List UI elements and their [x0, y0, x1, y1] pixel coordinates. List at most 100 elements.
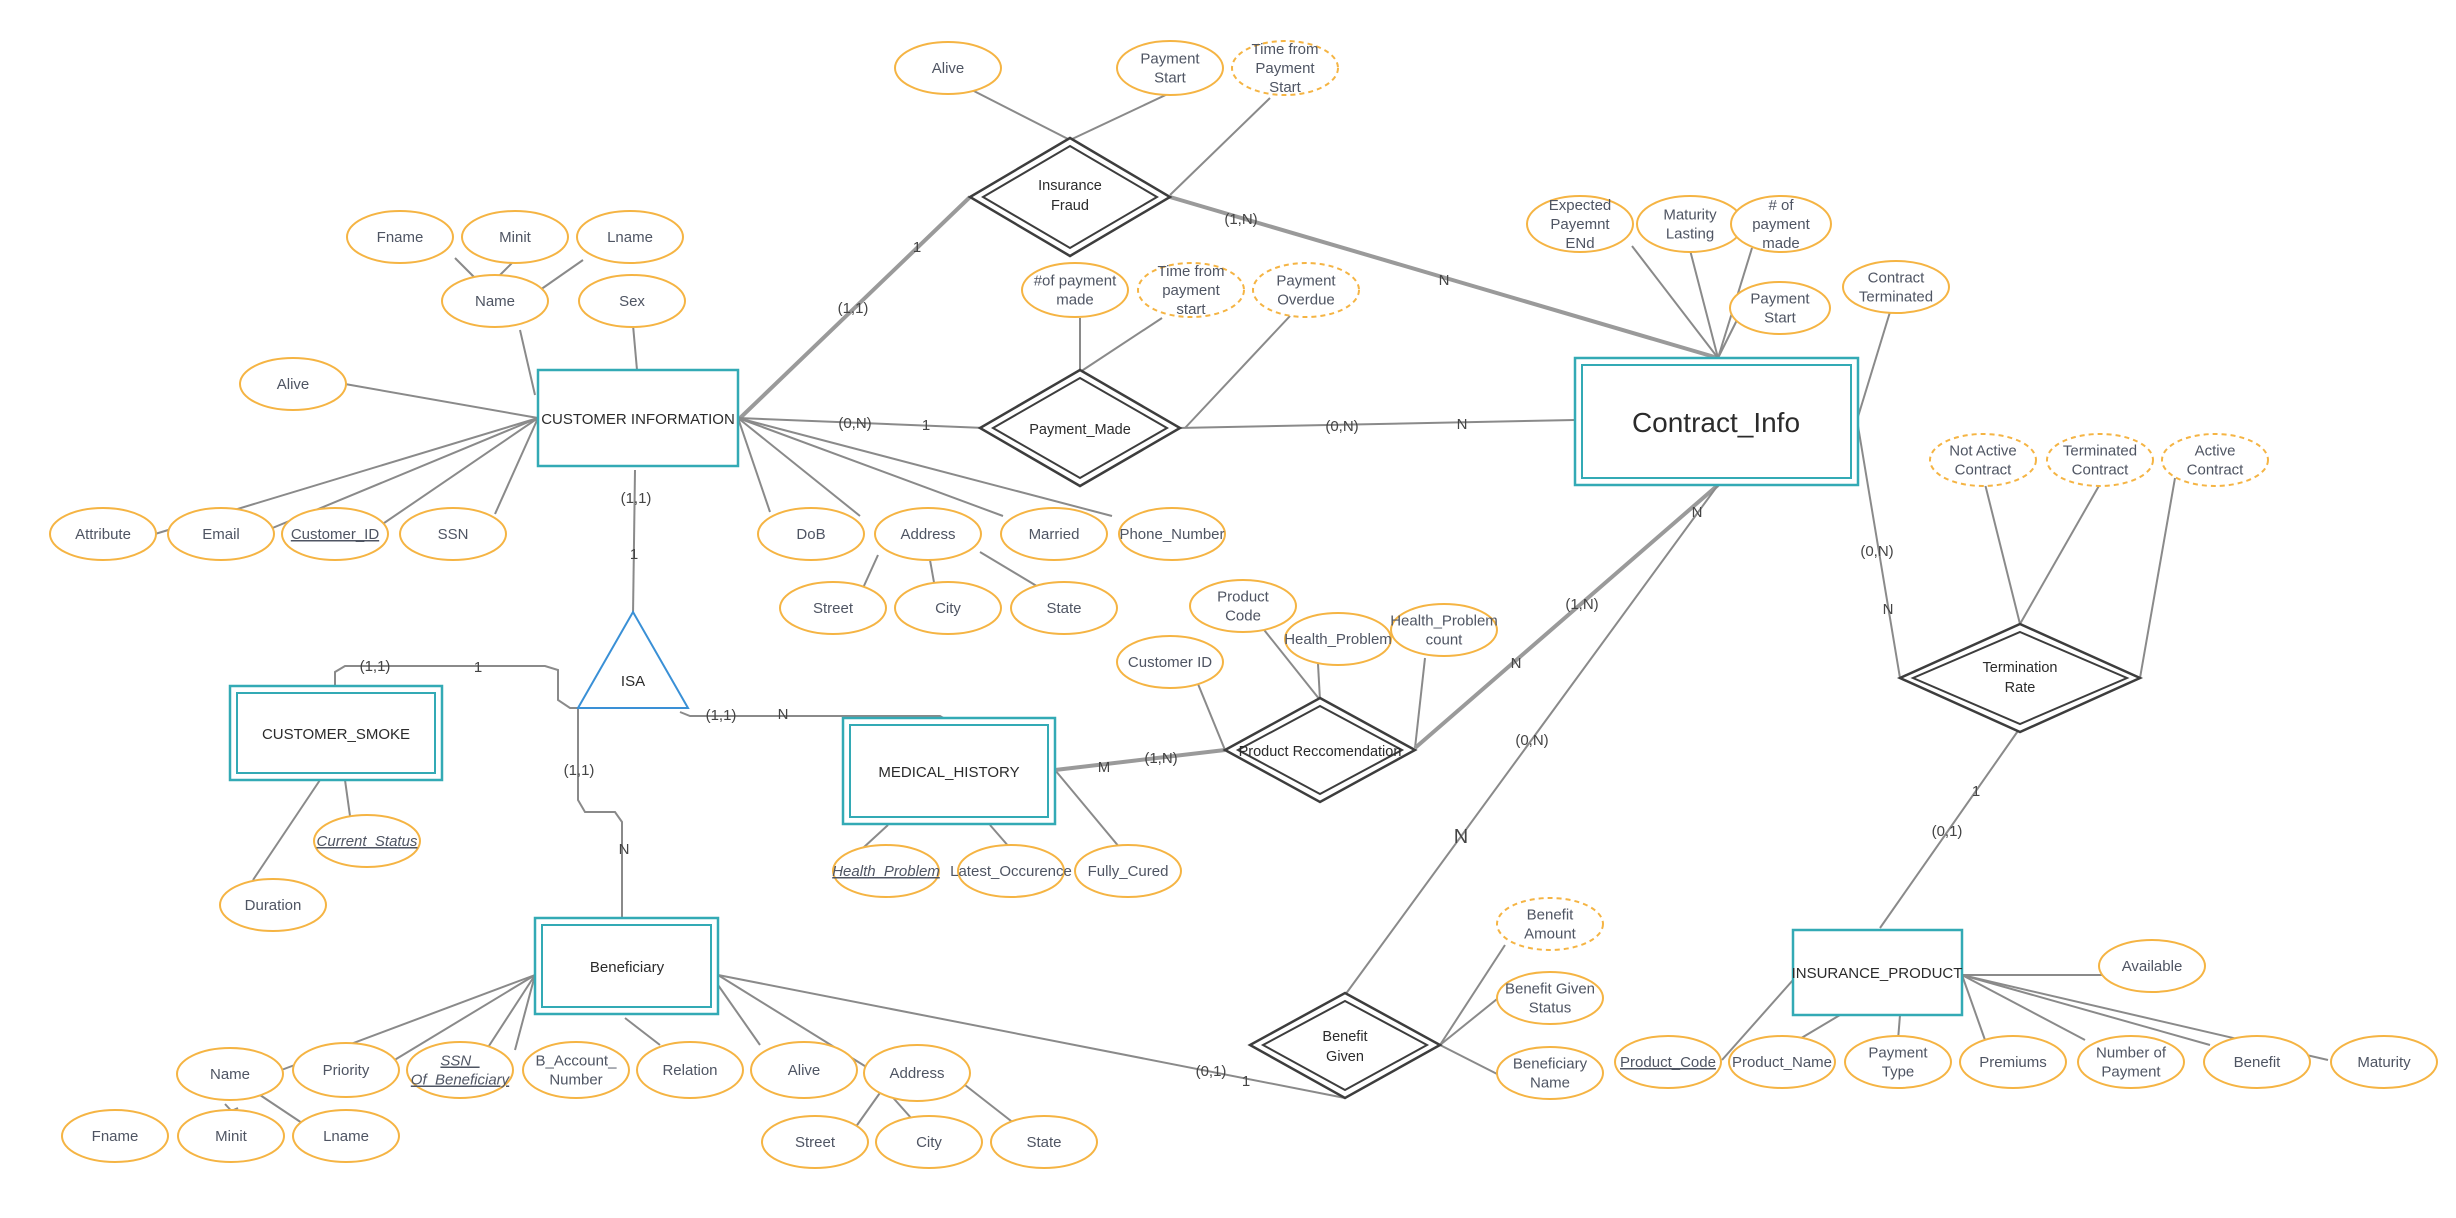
attribute-ben-relation[interactable]: Relation [636, 1041, 744, 1099]
relationship-product-recommendation[interactable]: Product Reccomendation [1222, 696, 1418, 804]
line-pm-ci [737, 417, 986, 429]
relationship-insurance-fraud[interactable]: Insurance Fraud [967, 136, 1173, 258]
attribute-ip-product-code[interactable]: Product_Code [1614, 1035, 1722, 1089]
attribute-label: Health_Problem [832, 863, 940, 880]
attribute-ci-sex[interactable]: Sex [578, 274, 686, 328]
entity-customer-smoke[interactable]: CUSTOMER_SMOKE [228, 684, 444, 782]
attribute-ben-b-account-number[interactable]: B_Account_Number [522, 1041, 630, 1099]
attribute-ellipse [636, 1041, 744, 1099]
attribute-ci-minit[interactable]: Minit [461, 210, 569, 264]
entity-insurance-product[interactable]: INSURANCE_PRODUCT [1792, 928, 1964, 1017]
attribute-pr-health-problem[interactable]: Health_Problem [1284, 612, 1392, 666]
attribute-ip-benefit[interactable]: Benefit [2203, 1035, 2311, 1089]
relationship-payment-made[interactable]: Payment_Made [977, 368, 1183, 488]
line-bg-status [1439, 994, 1503, 1046]
entity-beneficiary[interactable]: Beneficiary [533, 916, 720, 1016]
attribute-ci-ssn[interactable]: SSN [399, 507, 507, 561]
attribute-ben-address[interactable]: Address [863, 1044, 971, 1102]
attribute-smoke-duration[interactable]: Duration [219, 878, 327, 932]
line-bg-contract [1344, 484, 1719, 996]
attribute-pr-customer-id[interactable]: Customer ID [1116, 635, 1224, 689]
attribute-ip-maturity[interactable]: Maturity [2330, 1035, 2438, 1089]
attribute-ci-name[interactable]: Name [441, 274, 549, 328]
attribute-ben-street[interactable]: Street [761, 1115, 869, 1169]
entity-medical-history[interactable]: MEDICAL_HISTORY [841, 716, 1057, 826]
entity-contract-info[interactable]: Contract_Info [1573, 356, 1860, 487]
attribute-ellipse [281, 507, 389, 561]
attribute-ci-street[interactable]: Street [779, 581, 887, 635]
relationship-termination-rate[interactable]: Termination Rate [1896, 622, 2144, 734]
attribute-ellipse [2098, 939, 2206, 993]
cardinality-label: (1,N) [1565, 596, 1598, 613]
attribute-ci-lname[interactable]: Lname [576, 210, 684, 264]
attribute-ben-state[interactable]: State [990, 1115, 1098, 1169]
attribute-ci-dob[interactable]: DoB [757, 507, 865, 561]
attribute-mh-health-problem[interactable]: Health_Problem [832, 844, 940, 898]
attribute-ellipse [292, 1109, 400, 1163]
attribute-ci-alive[interactable]: Alive [239, 357, 347, 411]
attribute-ben-alive[interactable]: Alive [750, 1041, 858, 1099]
attribute-ben-priority[interactable]: Priority [292, 1042, 400, 1098]
attribute-ben-city[interactable]: City [875, 1115, 983, 1169]
attribute-ci-customer-id[interactable]: Customer_ID [281, 507, 389, 561]
attribute-ip-product-name[interactable]: Product_Name [1728, 1035, 1836, 1089]
attribute-ci-phone-number[interactable]: Phone_Number [1118, 507, 1226, 561]
attribute-ben-ssn-of-beneficiary[interactable]: SSN_Of_Beneficiary [406, 1041, 514, 1099]
attribute-ben-minit[interactable]: Minit [177, 1109, 285, 1163]
attribute-label: Not Active [1949, 443, 2017, 460]
attribute-label: Start [1764, 310, 1797, 327]
attribute-mh-latest-occurence[interactable]: Latest_Occurence [950, 844, 1072, 898]
attribute-label: payment [1162, 282, 1220, 299]
attribute-ci-address[interactable]: Address [874, 507, 982, 561]
attribute-ellipse [757, 507, 865, 561]
attribute-ben-lname[interactable]: Lname [292, 1109, 400, 1163]
line-ci-name [519, 329, 536, 396]
attribute-ip-available[interactable]: Available [2098, 939, 2206, 993]
attribute-ellipse [761, 1115, 869, 1169]
attribute-ci-fname[interactable]: Fname [346, 210, 454, 264]
attribute-ci-email[interactable]: Email [167, 507, 275, 561]
attribute-label: Health_Problem [1390, 613, 1498, 630]
attribute-ci-married[interactable]: Married [1000, 507, 1108, 561]
entity-customer-information[interactable]: CUSTOMER INFORMATION [536, 368, 740, 468]
attribute-ellipse [2046, 433, 2154, 487]
attribute-label: ENd [1565, 235, 1594, 252]
cardinality-label: (0,N) [838, 415, 871, 432]
attribute-ci-state[interactable]: State [1010, 581, 1118, 635]
attribute-mh-fully-cured[interactable]: Fully_Cured [1074, 844, 1182, 898]
attribute-label: Name [210, 1066, 250, 1083]
relationship-benefit-given[interactable]: Benefit Given [1247, 991, 1443, 1100]
attribute-ip-premiums[interactable]: Premiums [1959, 1035, 2067, 1089]
cardinality-label: 1 [1972, 783, 1980, 800]
attribute-ben-fname[interactable]: Fname [61, 1109, 169, 1163]
attribute-fraud-alive[interactable]: Alive [894, 41, 1002, 95]
attribute-label: Address [889, 1065, 944, 1082]
attribute-smoke-current-status[interactable]: Current_Status [313, 814, 421, 868]
isa-triangle[interactable]: ISA [576, 609, 690, 709]
attribute-label: Time from [1158, 263, 1225, 280]
cardinality-label: (1,1) [621, 490, 652, 507]
attribute-ci-attribute[interactable]: Attribute [49, 507, 157, 561]
attribute-ci-city[interactable]: City [894, 581, 1002, 635]
attribute-ben-name[interactable]: Name [176, 1047, 284, 1101]
